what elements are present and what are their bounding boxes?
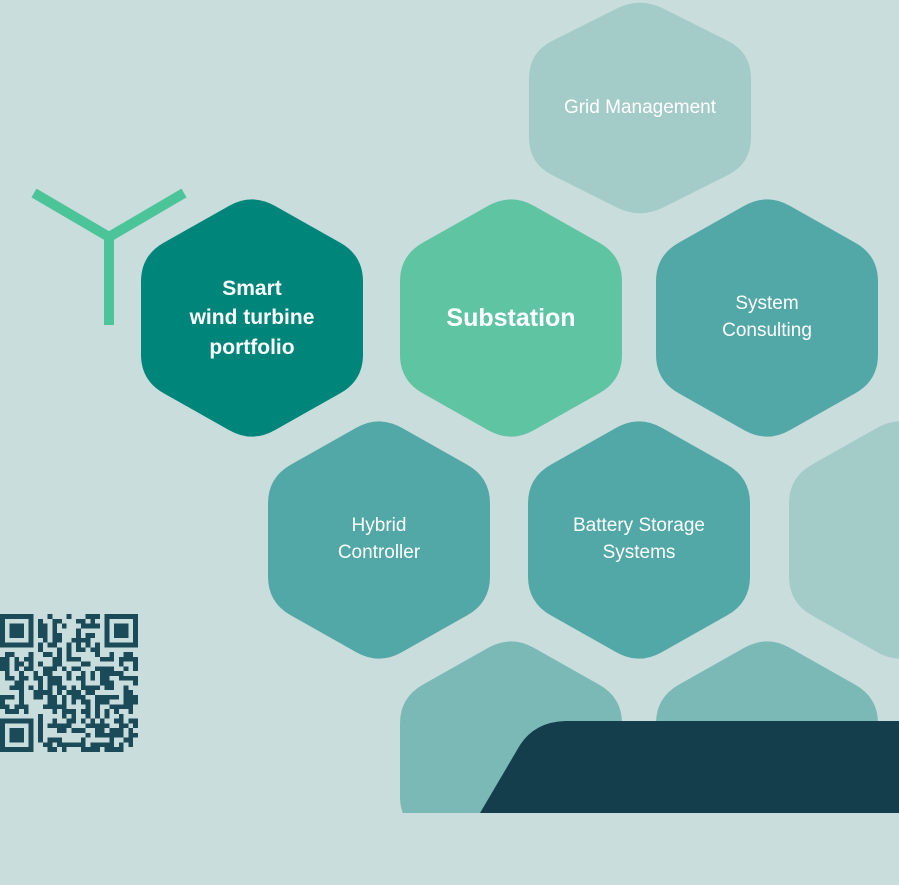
hexagon-system-consulting <box>656 199 878 437</box>
hexagon-grid-management <box>529 2 751 214</box>
hexagon-layer <box>141 2 899 813</box>
qr-code <box>0 614 138 752</box>
hexagon-hybrid-controller <box>268 421 490 659</box>
hexagon-battery-storage-systems <box>528 421 750 659</box>
hexagon-smart-wind-turbine-portfolio <box>141 199 363 437</box>
y-logo <box>31 188 187 325</box>
hexagon-substation <box>400 199 622 437</box>
dark-panel <box>480 721 899 813</box>
hexagon-right-partial <box>789 421 899 659</box>
hexagon-canvas <box>31 2 899 813</box>
